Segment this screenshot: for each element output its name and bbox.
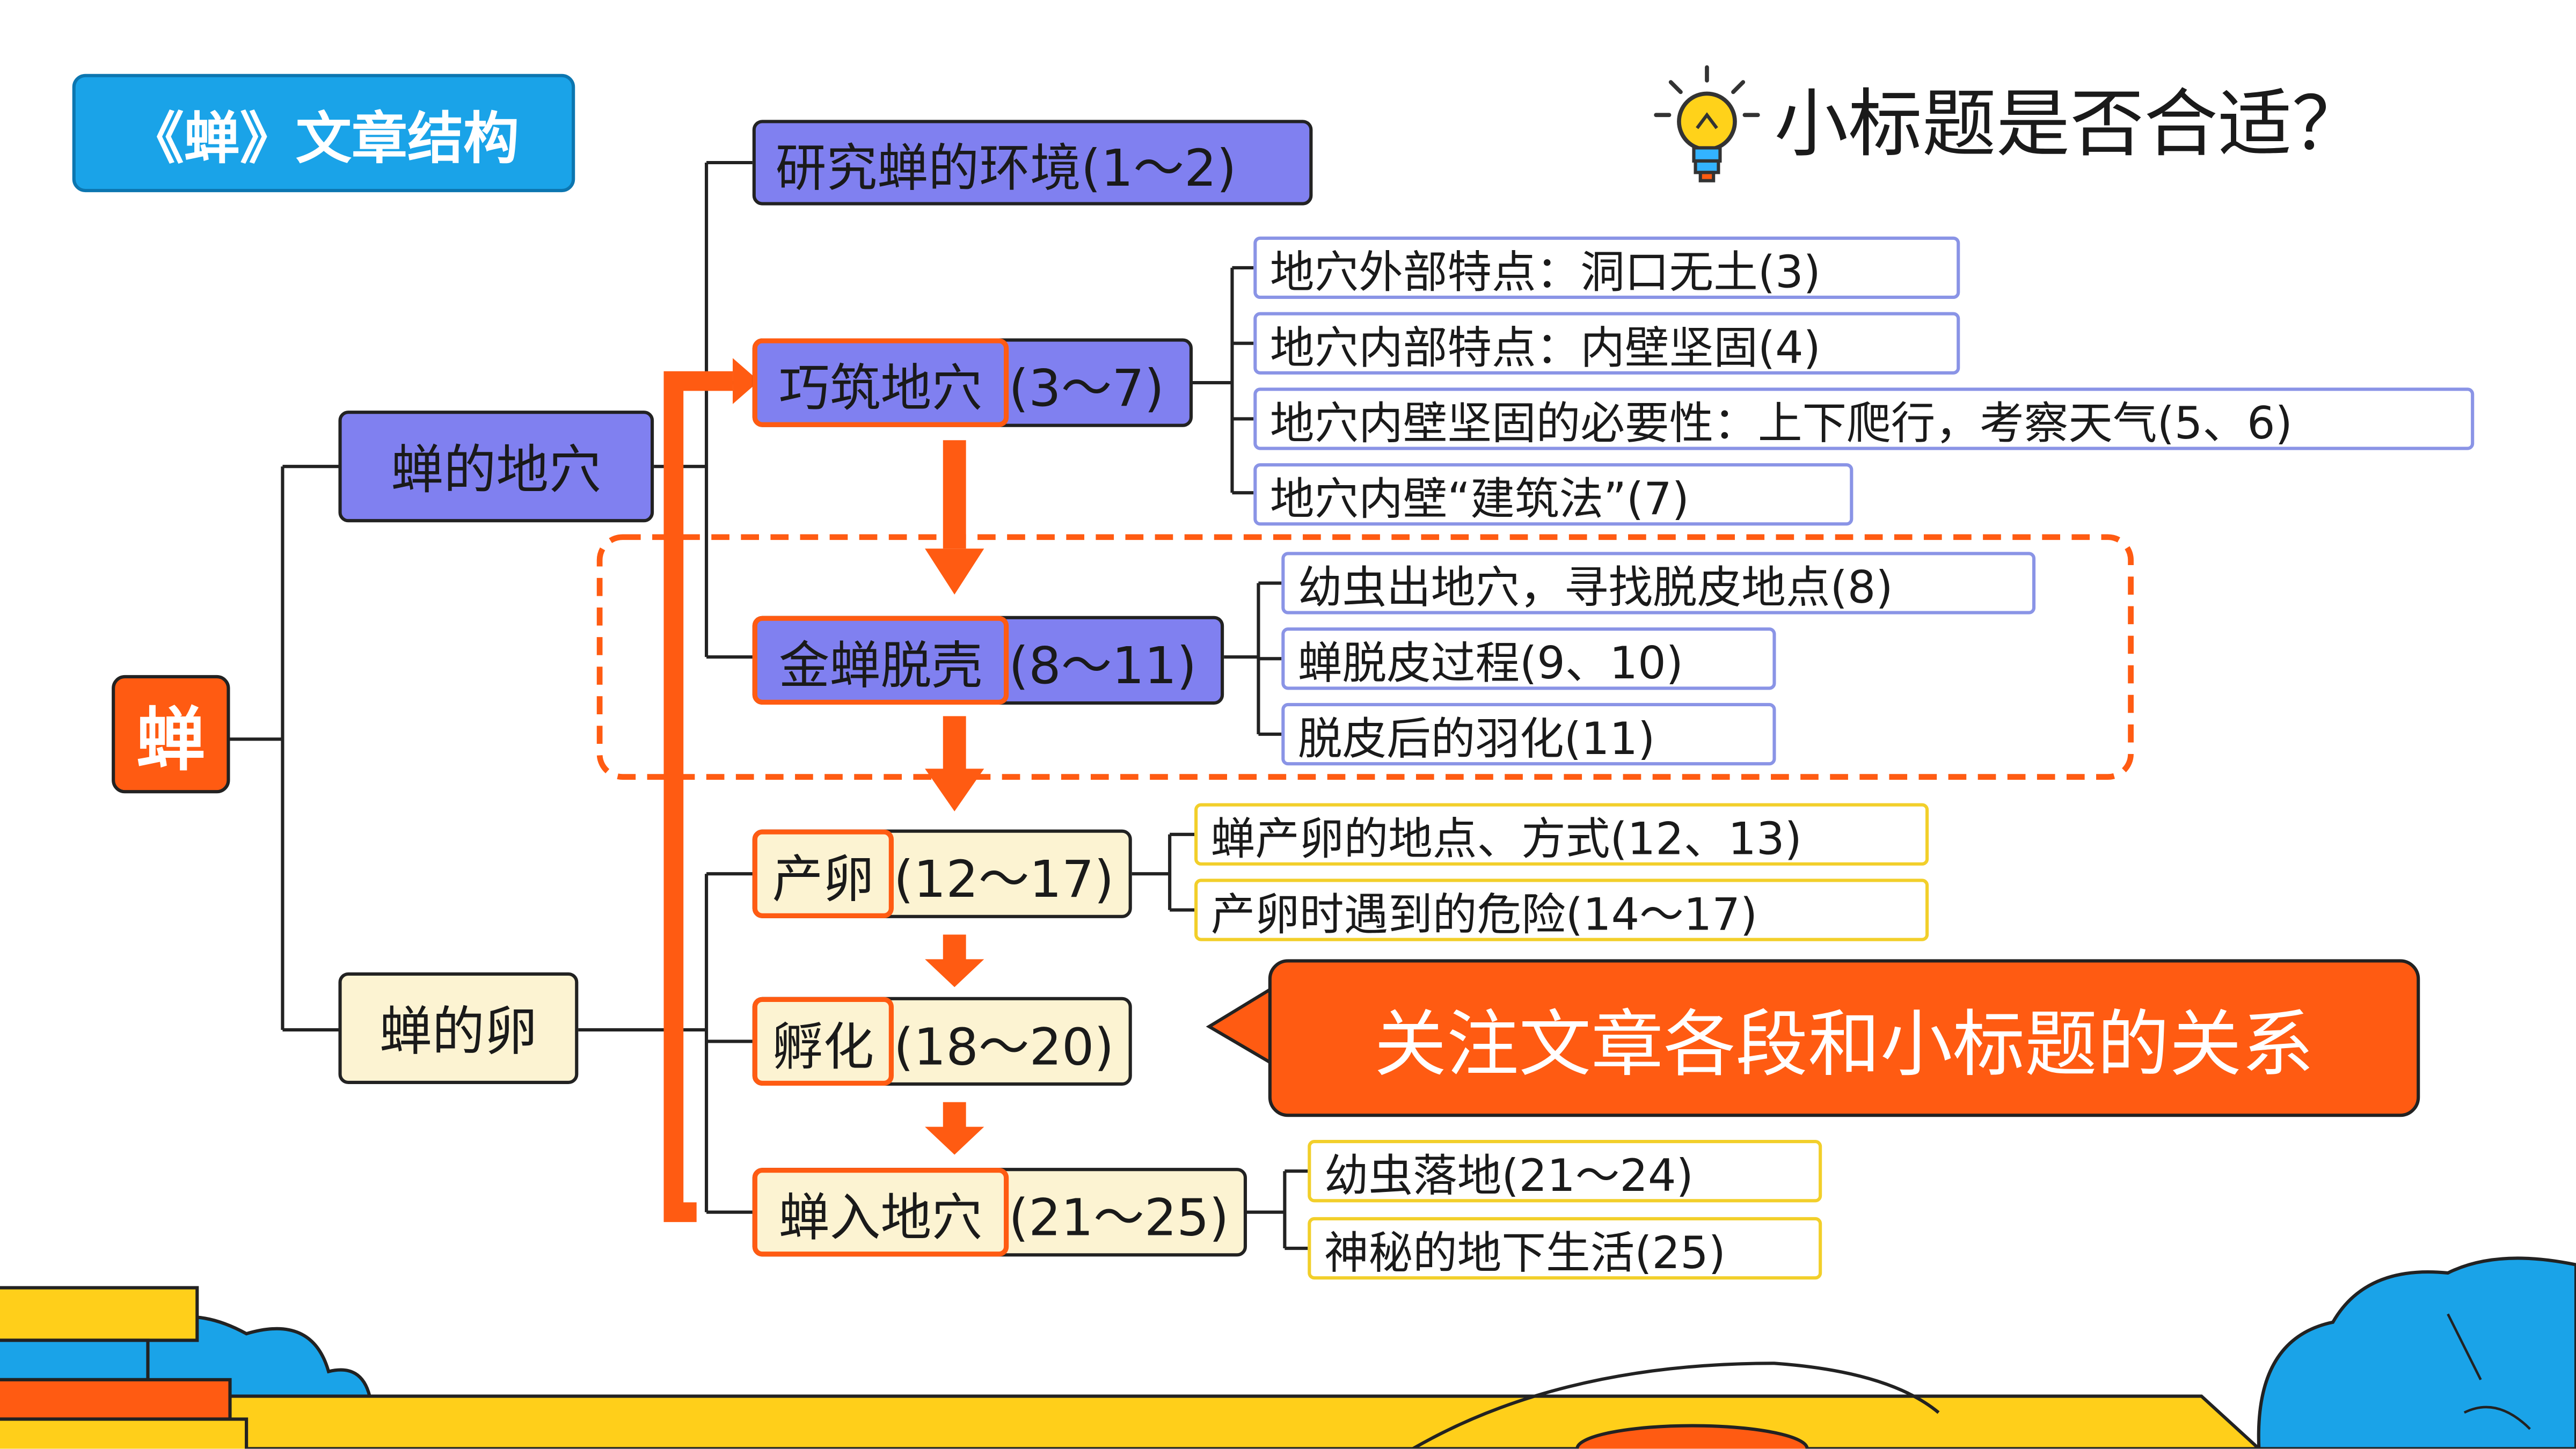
detail-item: 蝉产卵的地点、方式(12、13)	[1194, 803, 1929, 866]
section-molting-highlight: 金蝉脱壳	[752, 616, 1009, 705]
detail-text: 蝉产卵的地点、方式(12、13)	[1210, 814, 1802, 865]
section-hatching-highlight: 孵化	[752, 997, 894, 1086]
detail-item: 幼虫出地穴，寻找脱皮地点(8)	[1281, 552, 2036, 614]
detail-item: 产卵时遇到的危险(14～17)	[1194, 879, 1929, 941]
detail-item: 地穴内部特点：内壁坚固(4)	[1253, 312, 1960, 375]
section-laying-eggs-highlight: 产卵	[752, 829, 894, 918]
page-title-text: 《蝉》文章结构	[128, 106, 520, 172]
detail-text: 产卵时遇到的危险(14～17)	[1210, 889, 1758, 941]
detail-item: 地穴内壁坚固的必要性：上下爬行，考察天气(5、6)	[1253, 387, 2475, 450]
page-title: 《蝉》文章结构	[72, 74, 575, 193]
section-molting-title: 金蝉脱壳	[778, 636, 983, 696]
root-node: 蝉	[112, 675, 230, 794]
detail-text: 神秘的地下生活(25)	[1324, 1227, 1726, 1279]
section-laying-eggs: (12～17)	[752, 829, 1132, 918]
branch-burrow: 蝉的地穴	[338, 411, 654, 523]
section-laying-eggs-title: 产卵	[772, 850, 874, 910]
section-laying-eggs-range: (12～17)	[893, 850, 1114, 910]
detail-text: 地穴内部特点：内壁坚固(4)	[1269, 323, 1821, 374]
section-return-burrow-highlight: 蝉入地穴	[752, 1168, 1009, 1257]
detail-text: 幼虫出地穴，寻找脱皮地点(8)	[1297, 562, 1893, 614]
section-environment-label: 研究蝉的环境(1～2)	[775, 138, 1237, 198]
branch-burrow-label: 蝉的地穴	[391, 438, 602, 501]
detail-item: 幼虫落地(21～24)	[1308, 1140, 1822, 1203]
section-return-burrow-title: 蝉入地穴	[778, 1188, 983, 1248]
detail-text: 脱皮后的羽化(11)	[1297, 713, 1655, 765]
section-hatching-title: 孵化	[772, 1018, 874, 1077]
dashed-highlight-frame	[596, 534, 2134, 780]
callout-bubble: 关注文章各段和小标题的关系	[1268, 959, 2420, 1117]
section-build-burrow-title: 巧筑地穴	[778, 358, 983, 418]
detail-text: 地穴外部特点：洞口无土(3)	[1269, 247, 1821, 298]
detail-item: 蝉脱皮过程(9、10)	[1281, 627, 1776, 690]
detail-item: 神秘的地下生活(25)	[1308, 1217, 1822, 1280]
section-build-burrow-highlight: 巧筑地穴	[752, 338, 1009, 427]
detail-text: 地穴内壁坚固的必要性：上下爬行，考察天气(5、6)	[1269, 398, 2293, 450]
detail-item: 地穴外部特点：洞口无土(3)	[1253, 236, 1960, 299]
lightbulb-icon	[1651, 62, 1763, 187]
section-molting-range: (8～11)	[1009, 636, 1197, 696]
detail-text: 蝉脱皮过程(9、10)	[1297, 638, 1683, 689]
detail-text: 幼虫落地(21～24)	[1324, 1150, 1694, 1202]
detail-item: 脱皮后的羽化(11)	[1281, 702, 1776, 766]
branch-egg-label: 蝉的卵	[379, 1000, 537, 1063]
section-hatching: (18～20)	[752, 997, 1132, 1086]
branch-egg: 蝉的卵	[338, 972, 579, 1084]
section-build-burrow-range: (3～7)	[1009, 358, 1164, 418]
section-return-burrow-range: (21～25)	[1009, 1188, 1229, 1248]
detail-text: 地穴内壁“建筑法”(7)	[1269, 473, 1690, 525]
root-label: 蝉	[136, 699, 206, 780]
question-text: 小标题是否合适？	[1774, 80, 2366, 168]
callout-text: 关注文章各段和小标题的关系	[1374, 1004, 2314, 1088]
section-hatching-range: (18～20)	[893, 1018, 1114, 1077]
detail-item: 地穴内壁“建筑法”(7)	[1253, 463, 1853, 526]
section-environment: 研究蝉的环境(1～2)	[752, 120, 1313, 206]
